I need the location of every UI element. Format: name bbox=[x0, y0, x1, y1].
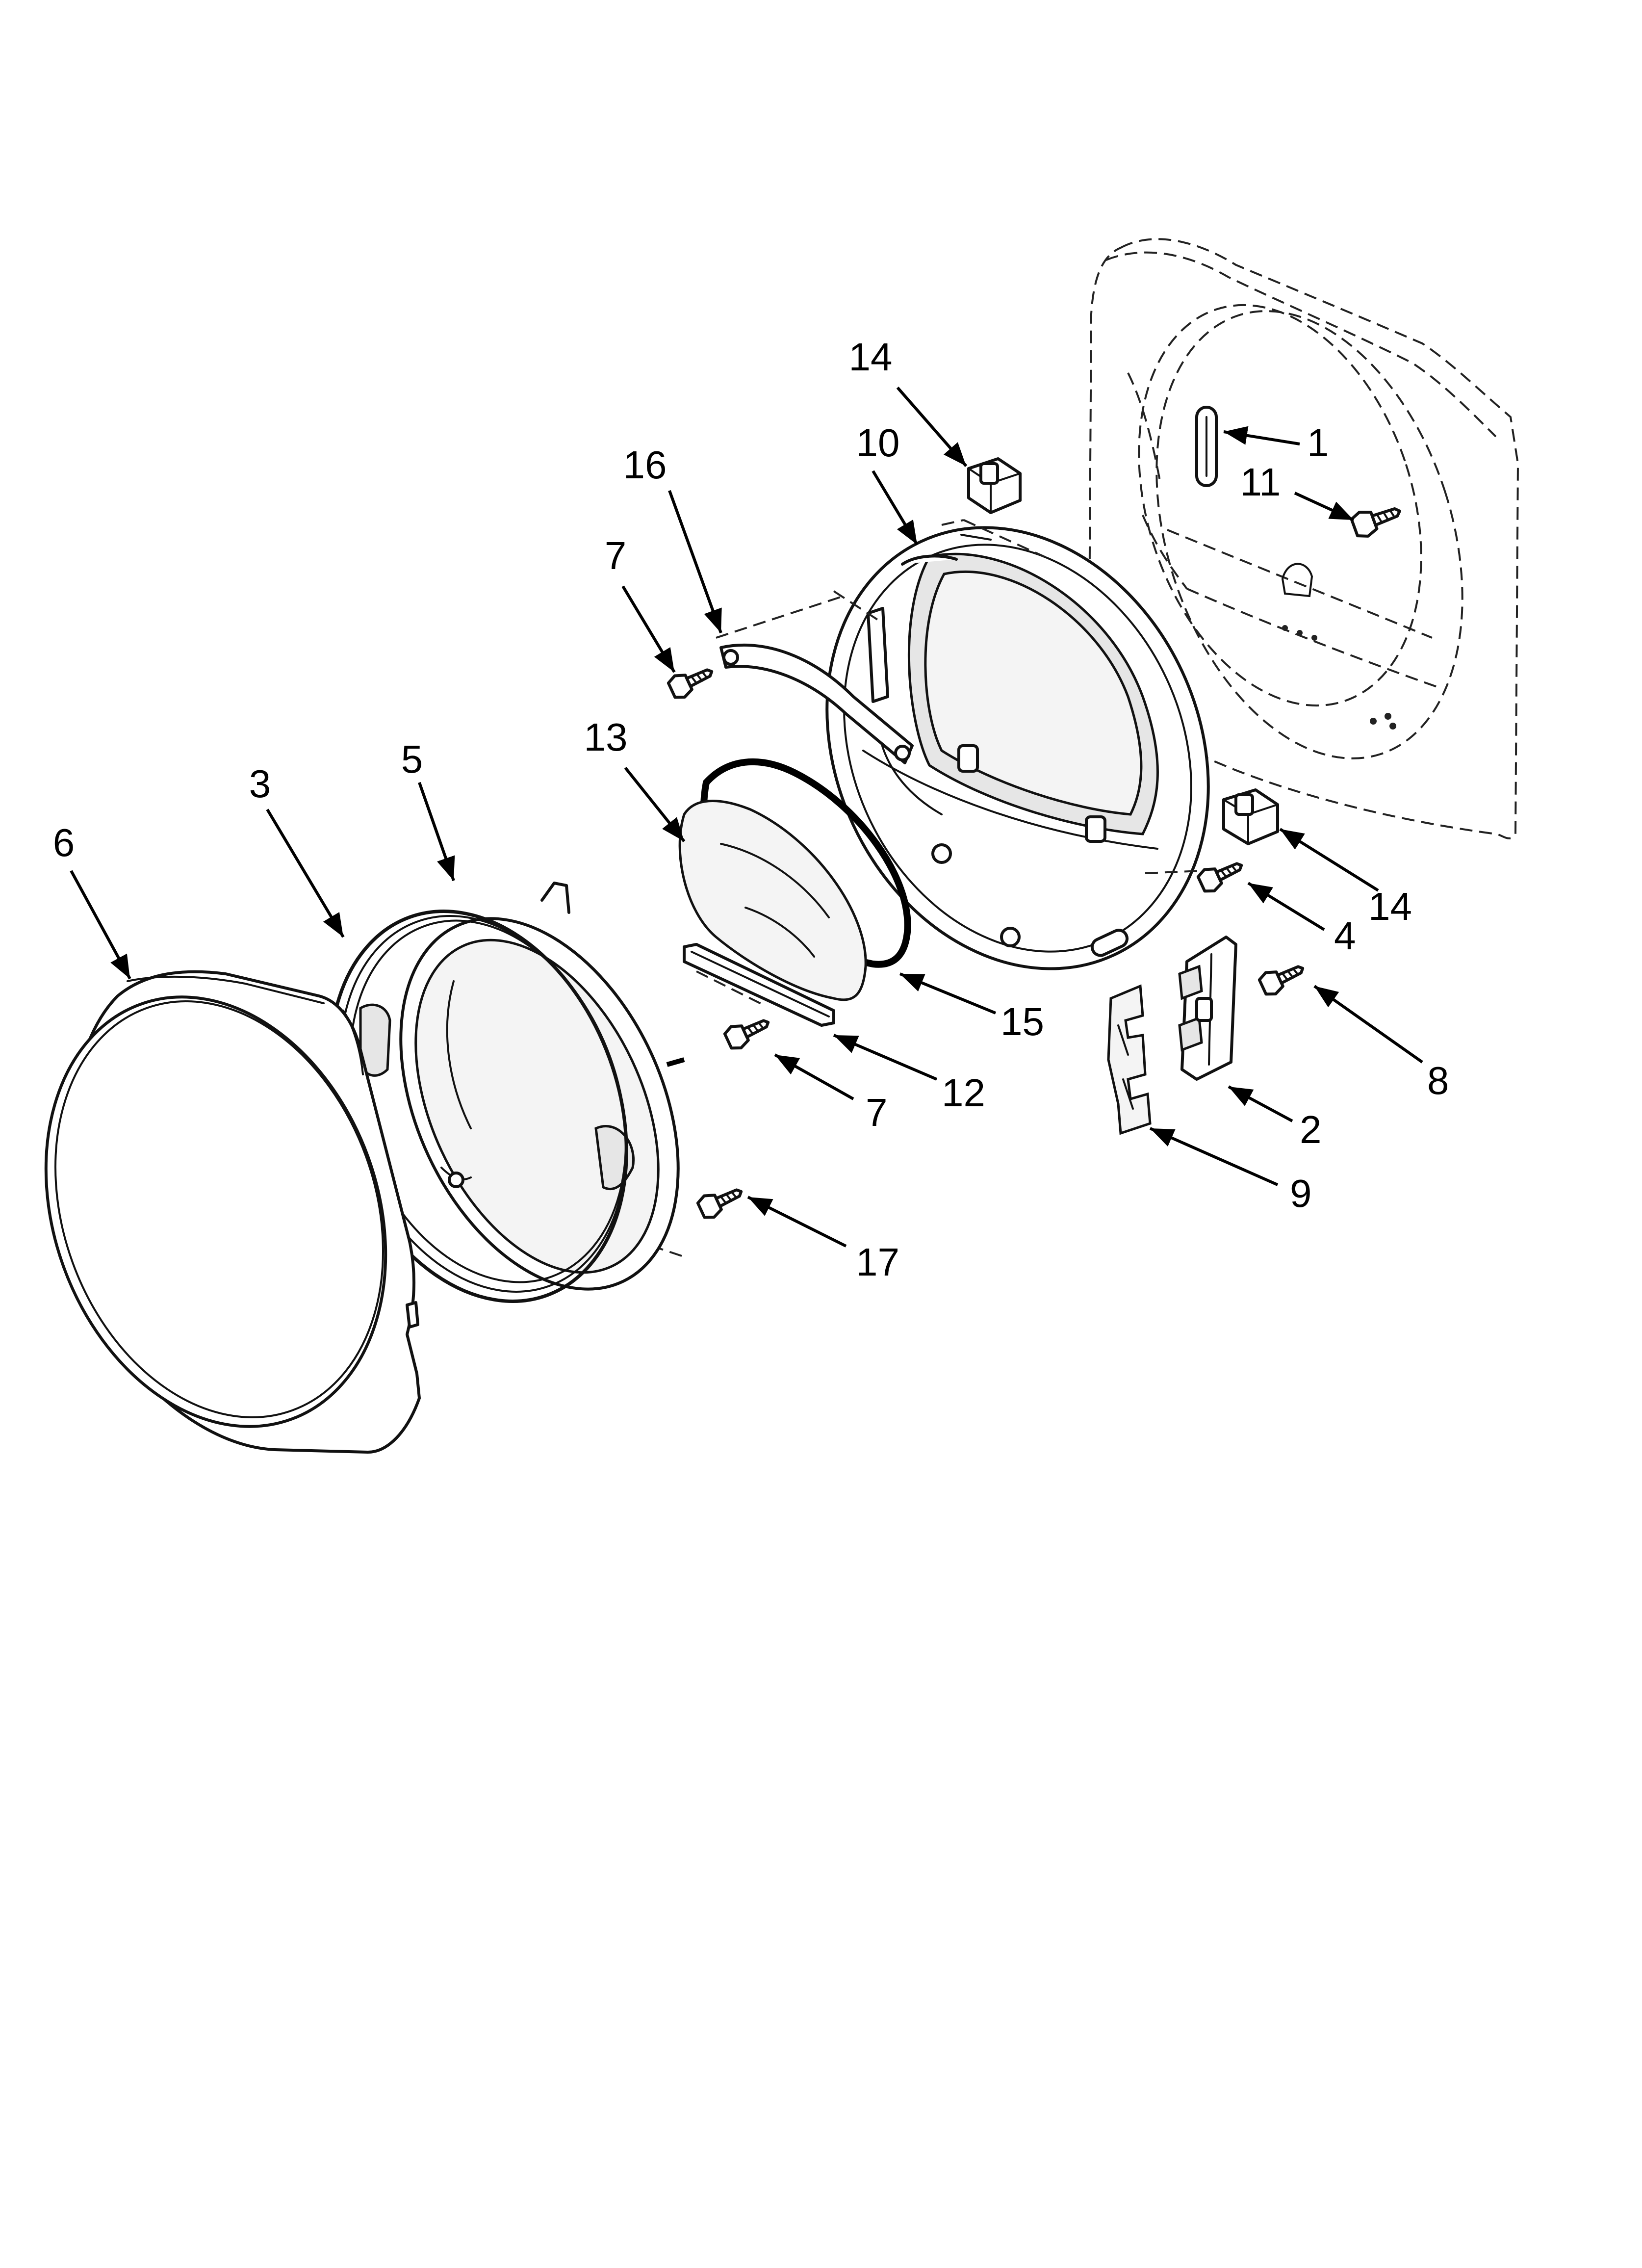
callout-8: 8 bbox=[1427, 1059, 1449, 1102]
callout-14-lower: 14 bbox=[1368, 885, 1412, 928]
callout-6: 6 bbox=[53, 821, 75, 864]
leader-1 bbox=[1223, 426, 1300, 445]
leader-17 bbox=[747, 1196, 847, 1248]
inner-door-shell-part-5 bbox=[399, 882, 685, 1291]
retainer-strip-part-12 bbox=[683, 943, 835, 1027]
callout-2: 2 bbox=[1300, 1108, 1322, 1151]
leader-9 bbox=[1149, 1127, 1279, 1186]
screw-part-7-upper bbox=[667, 668, 714, 699]
callout-3: 3 bbox=[249, 762, 271, 806]
callout-7-lower: 7 bbox=[866, 1091, 888, 1134]
leader-16 bbox=[668, 490, 722, 634]
callout-labels: 1 2 3 4 5 6 7 7 8 9 10 11 12 13 14 14 15… bbox=[53, 335, 1449, 1284]
leader-7b bbox=[774, 1053, 854, 1100]
callout-10: 10 bbox=[856, 421, 900, 465]
callout-1: 1 bbox=[1307, 421, 1329, 465]
leader-14b bbox=[1279, 828, 1379, 892]
screw-part-4 bbox=[1196, 862, 1243, 893]
leader-3 bbox=[266, 808, 345, 938]
screw-part-11 bbox=[1350, 507, 1401, 538]
hinge-bracket-part-2 bbox=[1178, 936, 1237, 1081]
inner-door-frame-part-10 bbox=[825, 526, 1210, 970]
door-glass-part-13 bbox=[678, 800, 867, 1001]
leader-14a bbox=[896, 387, 968, 467]
callout-9: 9 bbox=[1290, 1172, 1312, 1215]
leader-10 bbox=[872, 470, 919, 546]
callout-17: 17 bbox=[856, 1240, 899, 1284]
leader-7a bbox=[621, 585, 676, 673]
callout-16: 16 bbox=[623, 443, 667, 487]
door-strike-part-1 bbox=[1195, 406, 1218, 487]
callout-11: 11 bbox=[1240, 460, 1281, 504]
leader-12 bbox=[833, 1034, 938, 1081]
callout-leaders bbox=[70, 387, 1423, 1248]
callout-14-top: 14 bbox=[849, 335, 893, 379]
callout-15: 15 bbox=[1001, 1000, 1044, 1043]
screw-part-17 bbox=[696, 1188, 743, 1219]
shim-part-9 bbox=[1107, 984, 1152, 1135]
leader-8 bbox=[1313, 985, 1423, 1064]
leader-15 bbox=[899, 972, 997, 1015]
leader-6 bbox=[70, 870, 131, 980]
hinge-block-part-14-top bbox=[967, 457, 1022, 514]
outer-door-panel-part-6 bbox=[44, 970, 421, 1454]
leader-5 bbox=[418, 782, 455, 881]
leader-2 bbox=[1228, 1085, 1293, 1122]
leader-4 bbox=[1247, 882, 1325, 931]
callout-13: 13 bbox=[584, 715, 628, 759]
screw-part-7-lower bbox=[723, 1019, 770, 1050]
hinge-block-part-14-lower bbox=[1222, 788, 1279, 845]
hinge-arm-part-16 bbox=[719, 643, 914, 764]
leader-13 bbox=[624, 767, 686, 842]
callout-12: 12 bbox=[942, 1071, 985, 1115]
screw-part-8 bbox=[1257, 965, 1305, 996]
callout-4: 4 bbox=[1334, 914, 1356, 958]
leader-11 bbox=[1294, 492, 1355, 521]
callout-7-upper: 7 bbox=[605, 534, 627, 577]
callout-5: 5 bbox=[401, 737, 423, 781]
